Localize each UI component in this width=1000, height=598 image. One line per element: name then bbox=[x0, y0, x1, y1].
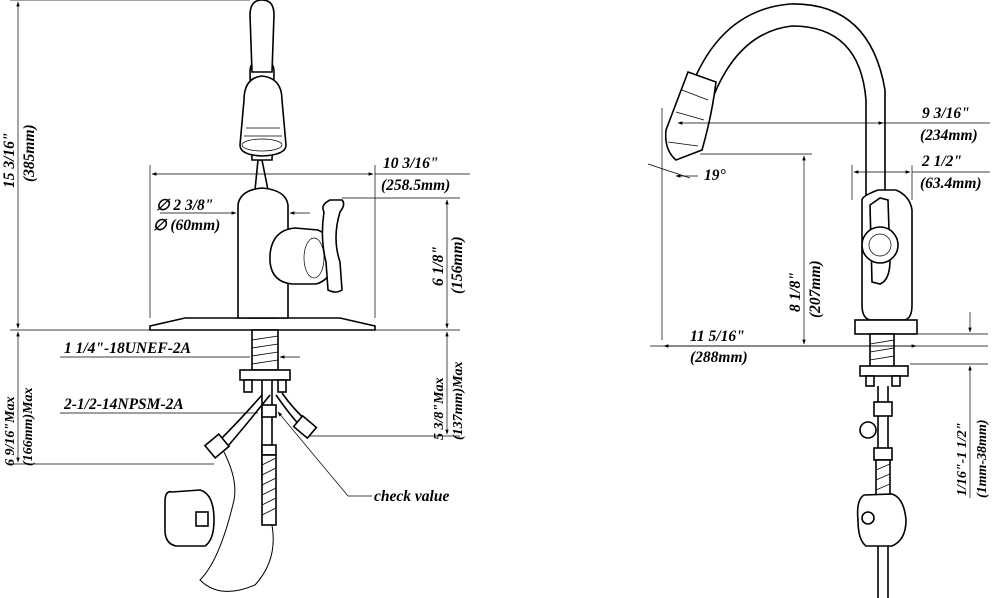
thread-shank-label: 1 1/4"-18UNEF-2A bbox=[64, 340, 191, 357]
side-view-dimensions bbox=[647, 108, 990, 498]
clearance-height-metric: (207mm) bbox=[807, 260, 824, 318]
total-height-imperial: 15 3/16" bbox=[1, 132, 18, 188]
handle-clearance-metric: (63.4mm) bbox=[920, 175, 982, 192]
total-height-metric: (385mm) bbox=[21, 124, 38, 182]
side-view-faucet bbox=[664, 3, 918, 598]
below-max-left-metric: (166mm)Max bbox=[21, 387, 36, 466]
side-view-labels: 9 3/16" (234mm) 2 1/2" (63.4mm) 19° 8 1/… bbox=[690, 105, 990, 498]
spout-height-metric: (156mm) bbox=[449, 236, 466, 294]
total-depth-metric: (288mm) bbox=[690, 349, 748, 366]
handle-clearance-imperial: 2 1/2" bbox=[921, 153, 962, 170]
base-diameter-metric: ∅ (60mm) bbox=[153, 217, 220, 234]
clearance-height-imperial: 8 1/8" bbox=[787, 272, 804, 312]
below-max-right-imperial: 5 3/8"Max bbox=[432, 377, 447, 440]
front-view-labels: 15 3/16" (385mm) 10 3/16" (258.5mm) ∅ 2 … bbox=[1, 124, 466, 505]
spout-height-imperial: 6 1/8" bbox=[430, 246, 447, 286]
check-value-callout: check value bbox=[374, 488, 449, 505]
reach-imperial: 9 3/16" bbox=[922, 105, 970, 122]
spread-imperial: 10 3/16" bbox=[383, 155, 439, 172]
base-diameter-imperial: ∅ 2 3/8" bbox=[156, 197, 213, 214]
deck-thickness-metric: (1mm-38mm) bbox=[975, 419, 990, 498]
below-max-left-imperial: 6 9/16"Max bbox=[3, 396, 18, 466]
below-max-right-metric: (137mm)Max bbox=[451, 361, 466, 440]
front-view-dimensions bbox=[10, 0, 470, 497]
spread-metric: (258.5mm) bbox=[381, 177, 450, 194]
reach-metric: (234mm) bbox=[920, 127, 978, 144]
total-depth-imperial: 11 5/16" bbox=[690, 328, 745, 345]
front-view-faucet bbox=[149, 0, 376, 592]
supply-thread-label: 2-1/2-14NPSM-2A bbox=[63, 396, 184, 413]
angle-label: 19° bbox=[704, 167, 727, 184]
deck-thickness-imperial: 1/16"-1 1/2" bbox=[955, 423, 970, 497]
